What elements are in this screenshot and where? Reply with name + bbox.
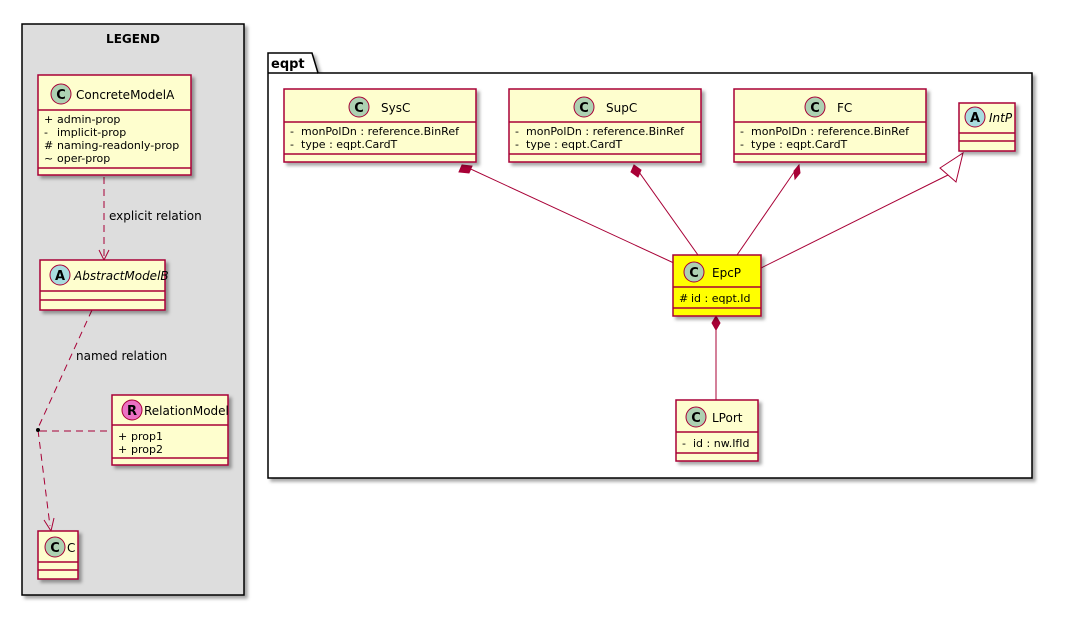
stereotype-letter: R: [127, 404, 137, 419]
class-name: SupC: [606, 101, 637, 115]
attribute-oper-prop: oper-prop: [57, 152, 110, 165]
attribute-prop2: prop2: [131, 443, 163, 456]
relation-stereotype-icon: [121, 399, 143, 421]
class-stereotype-icon: [804, 96, 826, 118]
sysc-composition-diamond: [458, 164, 473, 174]
fc-composition-diamond: [793, 163, 801, 181]
visibility-private-icon: -: [515, 138, 519, 151]
named-relation-label: named relation: [76, 349, 167, 363]
stereotype-letter: C: [689, 266, 699, 281]
class-stereotype-icon: [685, 406, 707, 428]
class-fc[interactable]: C FC - monPolDn : reference.BinRef - typ…: [733, 88, 927, 163]
class-name: IntP: [989, 111, 1013, 125]
visibility-private-icon: -: [740, 138, 744, 151]
legend-edges: explicit relation named relation: [36, 177, 202, 533]
legend-panel: LEGEND explicit relation named relation …: [21, 23, 245, 596]
class-name: EpcP: [712, 266, 741, 280]
class-c[interactable]: C C: [37, 530, 79, 580]
class-stereotype-icon: [348, 96, 370, 118]
abstract-stereotype-icon: [49, 264, 71, 286]
stereotype-letter: C: [810, 101, 820, 116]
visibility-private-icon: -: [682, 437, 686, 450]
class-stereotype-icon: [683, 261, 705, 283]
attribute-type: type : eqpt.CardT: [301, 138, 398, 151]
class-intp[interactable]: A IntP: [958, 102, 1016, 152]
visibility-private-icon: -: [290, 125, 294, 138]
legend-title: LEGEND: [106, 32, 160, 46]
visibility-private-icon: -: [44, 126, 48, 139]
attribute-naming-readonly-prop: naming-readonly-prop: [57, 139, 179, 152]
visibility-public-icon: +: [44, 113, 53, 126]
visibility-private-icon: -: [515, 125, 519, 138]
attribute-id: id : nw.IfId: [693, 437, 750, 450]
attribute-monpoldn: monPolDn : reference.BinRef: [301, 125, 460, 138]
visibility-public-icon: +: [118, 430, 127, 443]
attribute-prop1: prop1: [131, 430, 163, 443]
package-eqpt: eqpt C SysC - monPolDn : reference.BinRe…: [267, 52, 1033, 479]
visibility-private-icon: -: [740, 125, 744, 138]
attribute-admin-prop: admin-prop: [57, 113, 120, 126]
attribute-type: type : eqpt.CardT: [526, 138, 623, 151]
abstract-stereotype-icon: [964, 106, 986, 128]
class-epcp[interactable]: C EpcP # id : eqpt.Id: [672, 254, 762, 317]
stereotype-letter: C: [579, 101, 589, 116]
class-name: FC: [837, 101, 852, 115]
class-relation-model[interactable]: R RelationModel + prop1 + prop2: [111, 394, 229, 466]
attribute-id: id : eqpt.Id: [691, 292, 751, 305]
class-concrete-model-a[interactable]: C ConcreteModelA + admin-prop - implicit…: [37, 74, 192, 176]
intp-generalization-edge: [760, 174, 949, 269]
class-stereotype-icon: [50, 83, 72, 105]
class-sysc[interactable]: C SysC - monPolDn : reference.BinRef - t…: [283, 88, 477, 163]
fc-composition-edge: [736, 164, 800, 256]
stereotype-letter: C: [50, 541, 60, 556]
stereotype-letter: A: [970, 111, 980, 126]
stereotype-letter: C: [354, 101, 364, 116]
visibility-public-icon: +: [118, 443, 127, 456]
supc-composition-diamond: [630, 164, 642, 178]
sysc-composition-edge: [461, 164, 677, 265]
stereotype-letter: C: [56, 88, 66, 103]
class-name: SysC: [381, 101, 410, 115]
lport-composition-diamond: [711, 314, 721, 332]
attribute-implicit-prop: implicit-prop: [57, 126, 126, 139]
attribute-type: type : eqpt.CardT: [751, 138, 848, 151]
visibility-package-icon: ~: [44, 152, 53, 165]
class-name: C: [67, 541, 75, 555]
class-name: AbstractModelB: [73, 269, 169, 283]
class-stereotype-icon: [44, 536, 66, 558]
visibility-protected-icon: #: [44, 139, 53, 152]
class-name: LPort: [712, 411, 743, 425]
class-lport[interactable]: C LPort - id : nw.IfId: [675, 399, 759, 462]
named-relation-edge-top: [37, 309, 93, 429]
explicit-relation-label: explicit relation: [109, 209, 202, 223]
class-name: ConcreteModelA: [76, 88, 175, 102]
attribute-monpoldn: monPolDn : reference.BinRef: [751, 125, 910, 138]
relation-junction-dot: [36, 428, 40, 432]
class-abstract-model-b[interactable]: A AbstractModelB: [39, 259, 169, 311]
supc-composition-edge: [633, 164, 699, 256]
stereotype-letter: C: [691, 411, 701, 426]
class-name: RelationModel: [144, 404, 229, 418]
attribute-monpoldn: monPolDn : reference.BinRef: [526, 125, 685, 138]
package-name: eqpt: [271, 57, 305, 72]
class-supc[interactable]: C SupC - monPolDn : reference.BinRef - t…: [508, 88, 702, 163]
class-stereotype-icon: [573, 96, 595, 118]
visibility-private-icon: -: [290, 138, 294, 151]
visibility-protected-icon: #: [679, 292, 688, 305]
named-relation-edge-bottom: [37, 429, 51, 527]
intp-generalization-arrowhead: [939, 151, 964, 183]
package-edges: [458, 151, 964, 400]
stereotype-letter: A: [55, 269, 65, 284]
